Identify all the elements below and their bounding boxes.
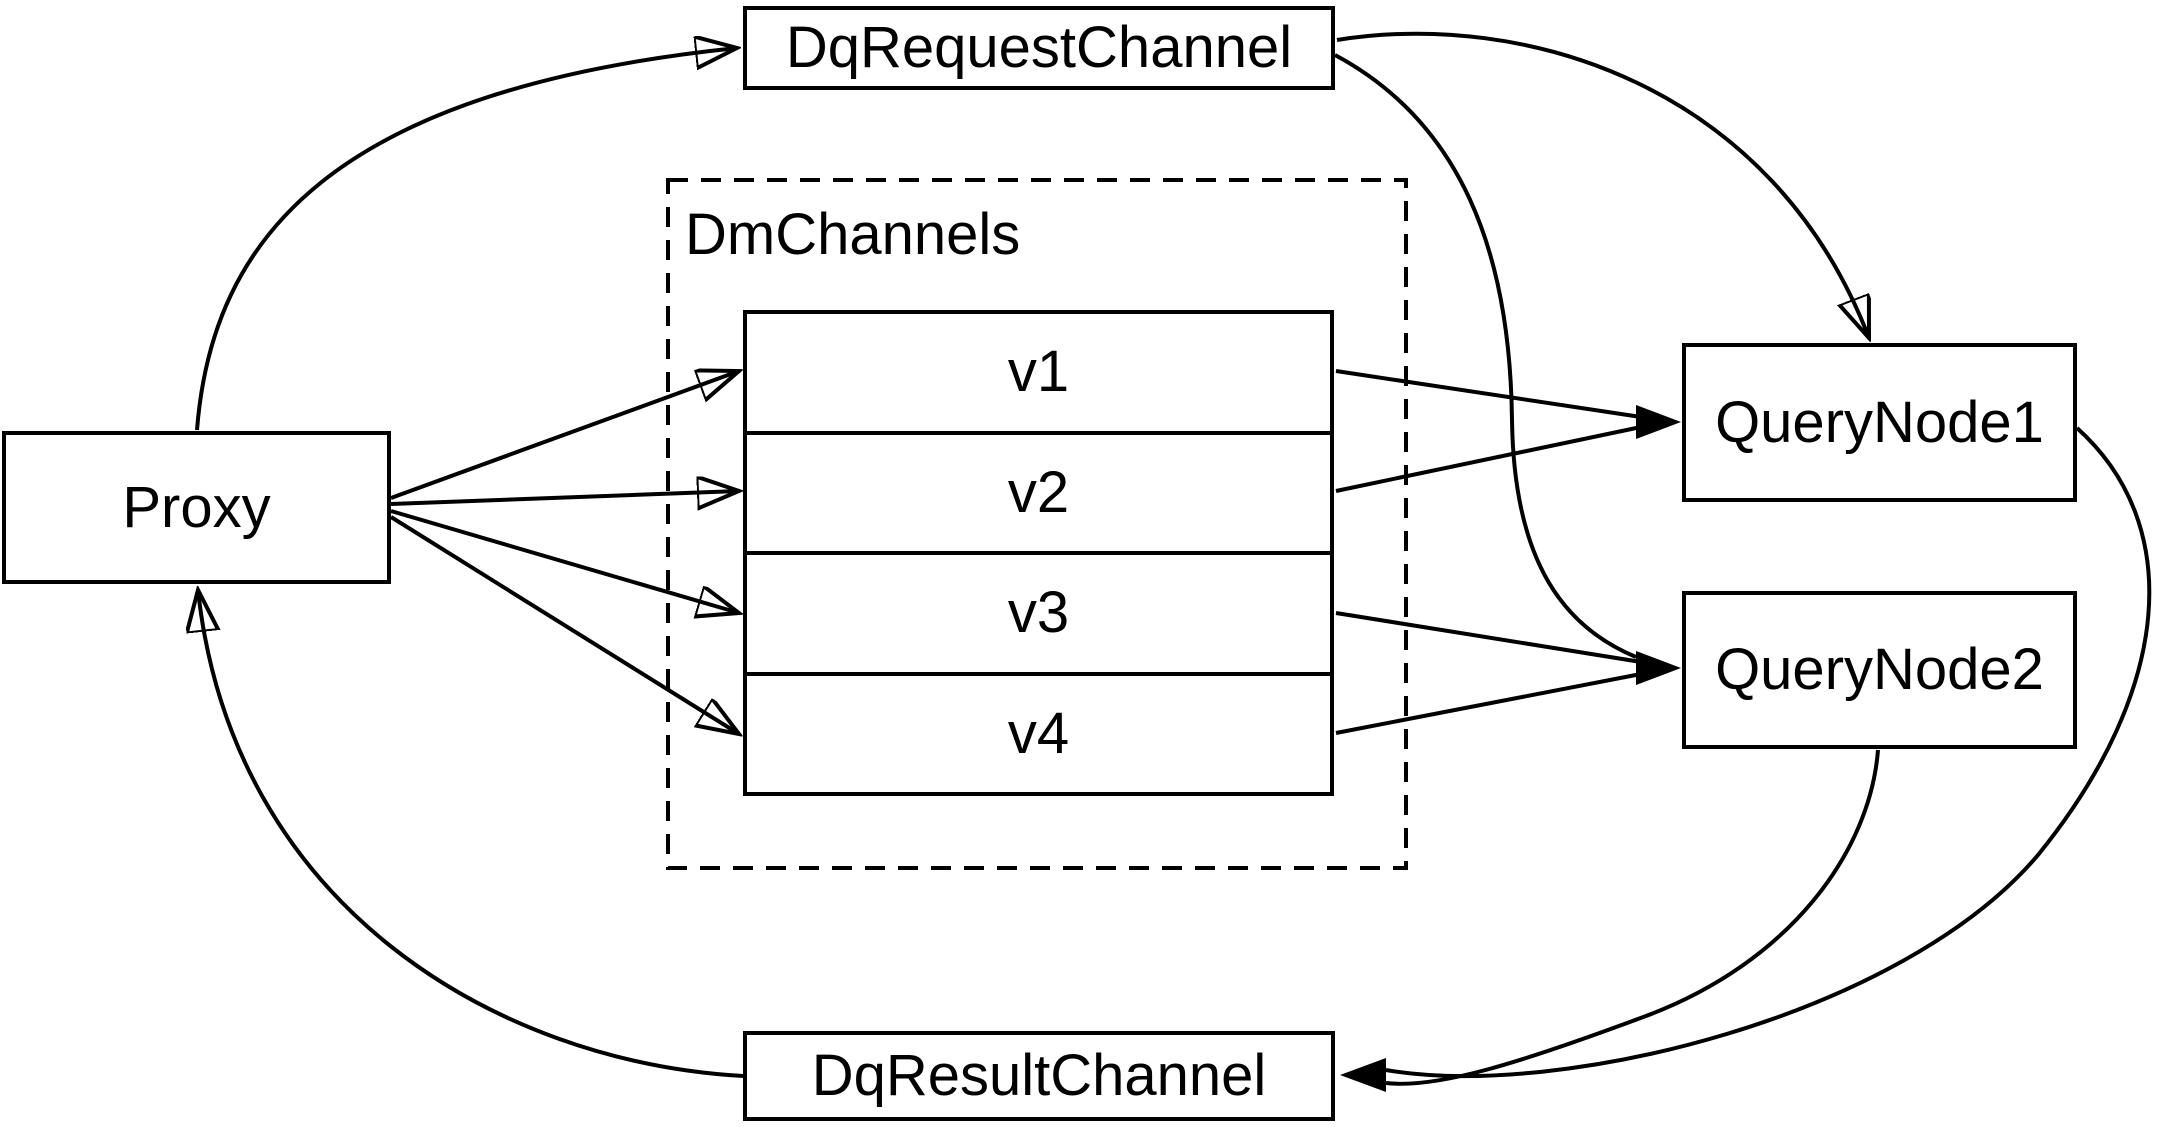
edge-dqrequestchannel-to-querynode1: [1336, 31, 1869, 338]
edge-proxy-to-v1: [390, 371, 739, 500]
node-querynode2-label: QueryNode2: [1715, 637, 2044, 702]
node-querynode2: QueryNode2: [1682, 591, 2077, 749]
channel-row-v4: v4: [747, 671, 1330, 793]
channel-row-v4-label: v4: [1007, 700, 1070, 766]
channel-row-v3: v3: [747, 551, 1330, 672]
arrowhead-querynode1-left: [1636, 405, 1681, 439]
edge-v1-to-querynode1: [1335, 369, 1642, 419]
node-dqrequestchannel: DqRequestChannel: [743, 6, 1335, 90]
edge-querynode1-to-dqresultchannel: [1385, 426, 2152, 1078]
node-dqresultchannel: DqResultChannel: [743, 1031, 1335, 1121]
channel-row-v1-label: v1: [1007, 339, 1070, 405]
node-proxy-label: Proxy: [122, 474, 271, 540]
edge-v3-to-querynode2: [1335, 611, 1642, 664]
channel-row-v1: v1: [747, 314, 1330, 431]
node-dqrequestchannel-label: DqRequestChannel: [785, 15, 1293, 80]
node-dqresultchannel-label: DqResultChannel: [811, 1043, 1267, 1108]
node-querynode1-label: QueryNode1: [1715, 389, 2044, 455]
channel-row-v3-label: v3: [1007, 580, 1070, 646]
edge-v4-to-querynode2: [1335, 672, 1642, 735]
arrowhead-dqresultchannel-right: [1340, 1058, 1386, 1092]
node-proxy: Proxy: [2, 431, 391, 584]
node-querynode1: QueryNode1: [1682, 343, 2077, 502]
edge-proxy-to-v2: [390, 491, 739, 504]
dmchannels-group-label: DmChannels: [685, 202, 1021, 267]
edge-querynode2-to-dqresultchannel: [1385, 749, 1880, 1086]
edge-dqresultchannel-to-proxy: [198, 590, 744, 1078]
channel-row-v2-label: v2: [1007, 459, 1070, 525]
channel-row-v2: v2: [747, 430, 1330, 552]
edge-dqrequestchannel-to-querynode2: [1334, 53, 1637, 659]
arrowhead-querynode2-left: [1636, 651, 1681, 685]
edge-proxy-to-v4: [389, 515, 739, 734]
edge-proxy-to-v3: [390, 509, 739, 613]
dmchannels-table: v1 v2 v3 v4: [743, 310, 1334, 796]
edge-v2-to-querynode1: [1335, 425, 1642, 493]
edge-proxy-to-dqrequestchannel: [195, 48, 737, 431]
